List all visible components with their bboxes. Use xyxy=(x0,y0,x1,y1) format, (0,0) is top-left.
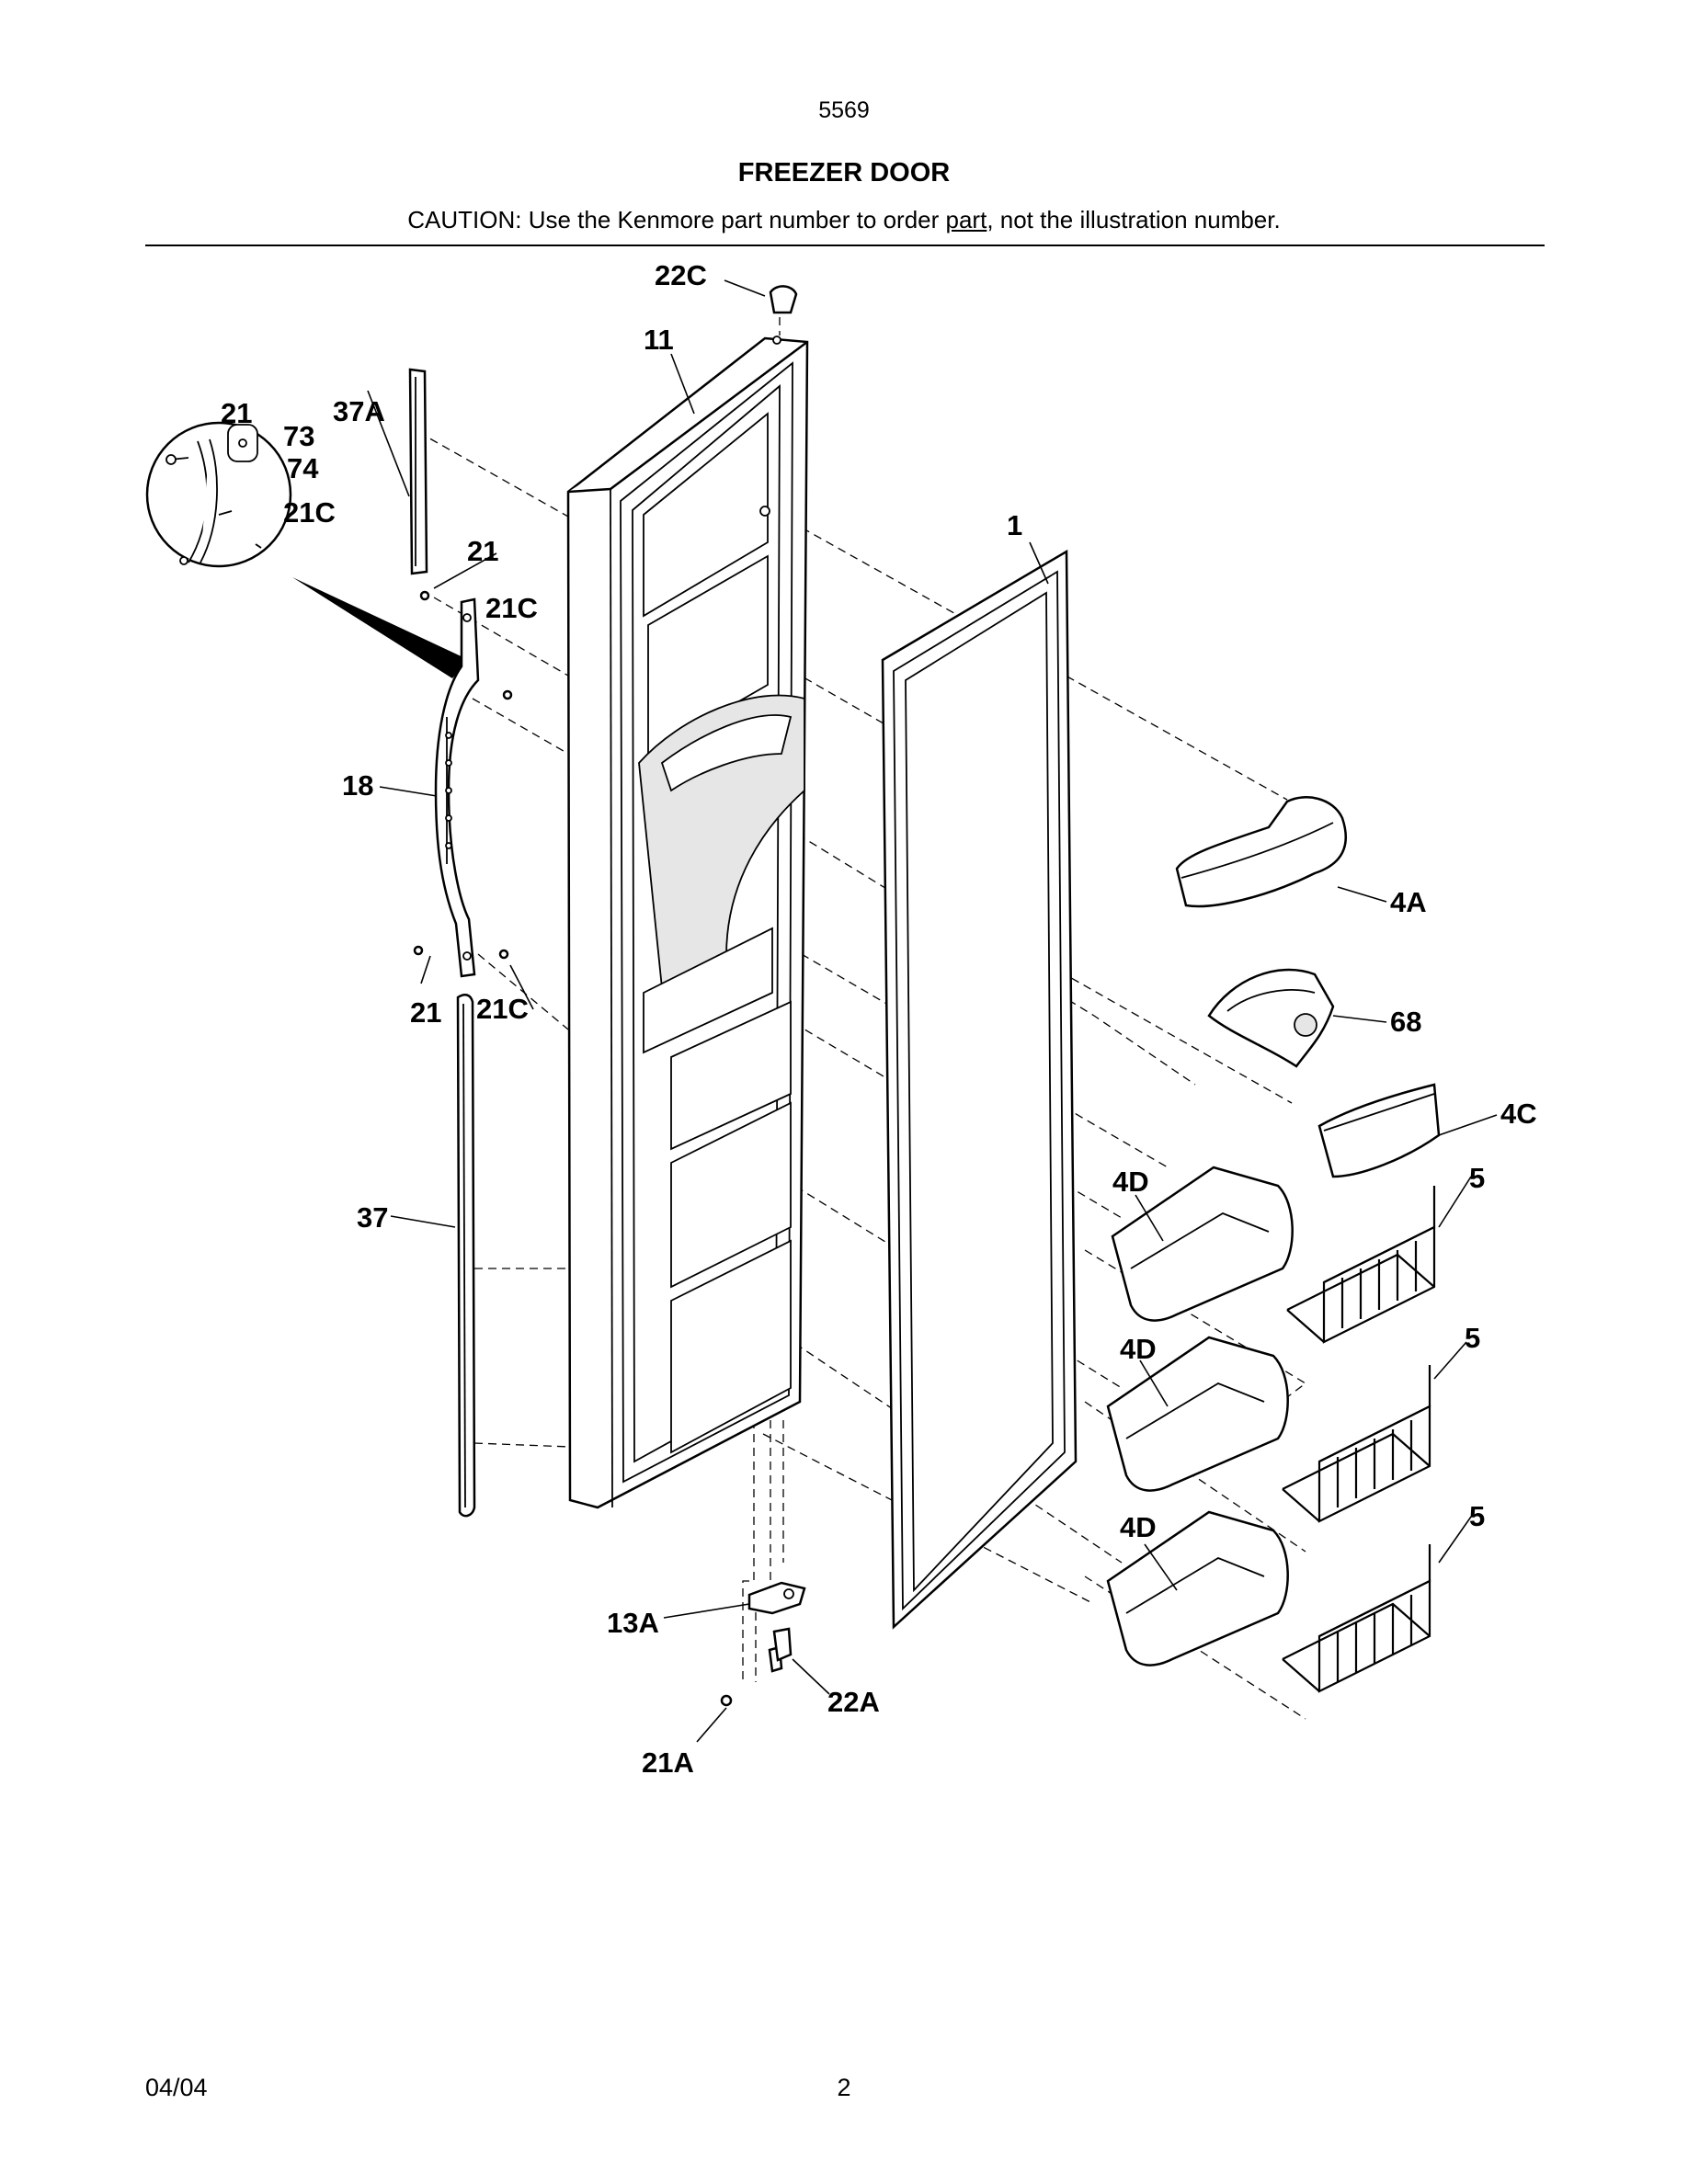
label-73: 73 xyxy=(283,420,314,452)
label-21a: 21A xyxy=(642,1746,694,1779)
door-handle-18 xyxy=(434,597,480,978)
header-rule xyxy=(145,245,1545,246)
trim-37a xyxy=(408,368,428,575)
caution-suffix: , not the illustration number. xyxy=(987,206,1281,233)
page-code: 5569 xyxy=(818,97,870,123)
caution-prefix: CAUTION: Use the Kenmore part number to … xyxy=(407,206,946,233)
label-4a: 4A xyxy=(1390,886,1427,918)
label-4d-2: 4D xyxy=(1120,1333,1157,1365)
label-13a: 13A xyxy=(607,1607,659,1639)
label-1: 1 xyxy=(1007,509,1022,541)
label-37: 37 xyxy=(357,1201,388,1234)
alignment-lines xyxy=(417,303,1307,1720)
label-4d-3: 4D xyxy=(1120,1511,1157,1543)
wire-basket-5-top xyxy=(1286,1186,1436,1344)
footer-date: 04/04 xyxy=(145,2074,208,2101)
screws xyxy=(413,590,783,1707)
label-21c-bottom: 21C xyxy=(476,993,529,1025)
label-4d-1: 4D xyxy=(1112,1166,1149,1198)
ice-cup-68 xyxy=(1207,968,1335,1068)
door-bin-4d-top xyxy=(1111,1166,1294,1322)
label-18: 18 xyxy=(342,769,373,802)
footer-page-number: 2 xyxy=(837,2074,851,2101)
label-37a: 37A xyxy=(333,395,385,427)
label-11: 11 xyxy=(644,324,674,356)
page-title: FREEZER DOOR xyxy=(737,158,951,188)
label-5-1: 5 xyxy=(1469,1162,1485,1194)
label-5-3: 5 xyxy=(1469,1500,1485,1532)
leader-lines xyxy=(367,279,1498,1743)
door-bin-4a xyxy=(1175,796,1347,908)
hinge-pin-22a xyxy=(772,1627,793,1662)
hinge-13a xyxy=(747,1581,806,1615)
label-21-bottom: 21 xyxy=(410,996,441,1029)
door-gasket-1 xyxy=(881,549,1078,1630)
label-74: 74 xyxy=(287,452,319,484)
caution-underlined: part xyxy=(945,206,987,233)
hinge-bushing-22c xyxy=(769,285,798,314)
label-5-2: 5 xyxy=(1465,1322,1480,1354)
label-21c-detail: 21C xyxy=(283,496,336,529)
label-21-top: 21 xyxy=(467,535,498,567)
label-21-detail: 21 xyxy=(221,397,252,429)
label-4c: 4C xyxy=(1500,1098,1537,1130)
caution-note: CAUTION: Use the Kenmore part number to … xyxy=(0,206,1688,234)
door-bin-4c xyxy=(1317,1083,1441,1178)
door-bin-4d-middle xyxy=(1106,1336,1289,1492)
label-22c: 22C xyxy=(655,259,707,291)
wire-basket-5-bottom xyxy=(1282,1544,1431,1693)
freezer-door-11 xyxy=(566,336,809,1509)
part-labels: 22C 11 21 37A 73 74 21C 21 21C 1 18 4A 2… xyxy=(221,259,1537,1779)
label-22a: 22A xyxy=(827,1686,880,1718)
label-21c-top: 21C xyxy=(485,592,538,624)
trim-37 xyxy=(456,994,476,1518)
wire-basket-5-middle xyxy=(1282,1365,1431,1523)
hinge-detail-inset xyxy=(145,421,469,678)
label-68: 68 xyxy=(1390,1006,1421,1038)
door-bin-4d-bottom xyxy=(1106,1510,1289,1666)
